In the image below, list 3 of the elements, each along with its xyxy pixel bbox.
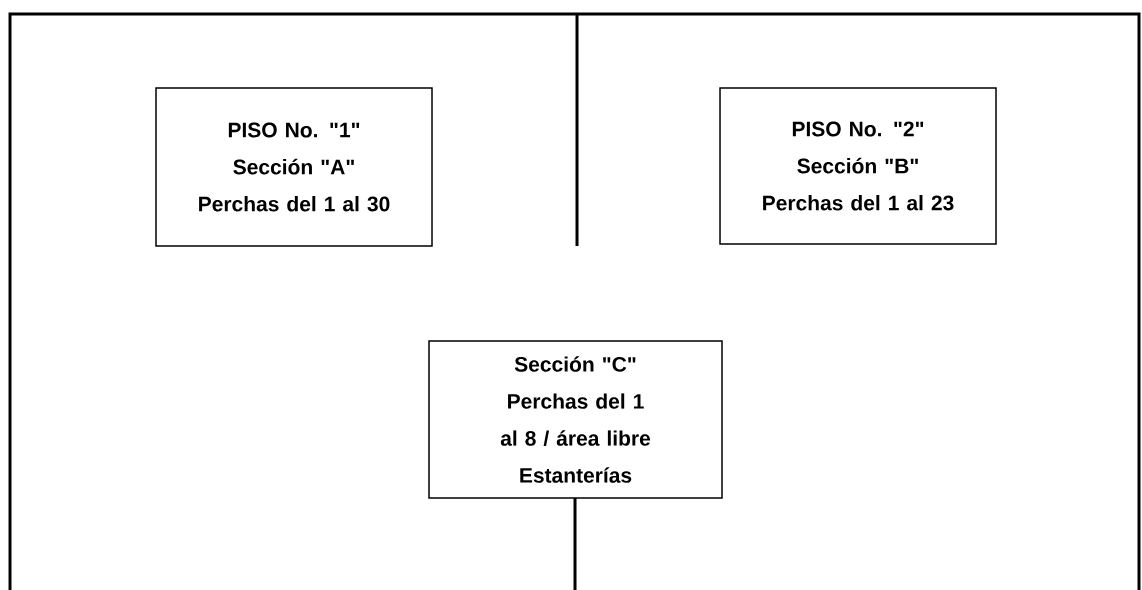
room-box: PISO No. "2" Sección "B" Perchas del 1 al 23 [719,87,997,245]
room-box: PISO No. "1" Sección "A" Perchas del 1 al 30 [155,87,433,247]
room-box: Sección "C" Perchas del 1 al 8 / área libre Estanterías [428,340,723,499]
